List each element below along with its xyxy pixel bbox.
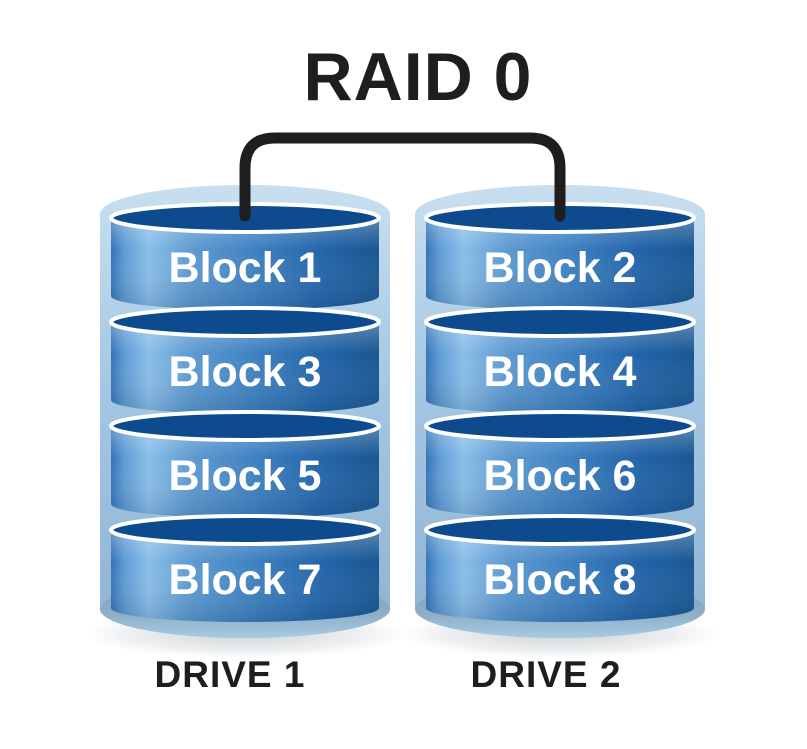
block-label: Block 4 bbox=[484, 348, 637, 396]
drive-2-label: DRIVE 2 bbox=[471, 654, 622, 695]
block-label: Block 3 bbox=[169, 348, 322, 396]
diagram-title: RAID 0 bbox=[304, 39, 533, 115]
block-label: Block 2 bbox=[484, 244, 637, 292]
block-label: Block 6 bbox=[484, 452, 637, 500]
block-label: Block 5 bbox=[169, 452, 322, 500]
drive-1-label: DRIVE 1 bbox=[155, 654, 306, 695]
block-label: Block 8 bbox=[484, 556, 637, 604]
connector-line bbox=[239, 132, 566, 222]
block-label: Block 7 bbox=[169, 556, 322, 604]
block-label: Block 1 bbox=[169, 244, 322, 292]
